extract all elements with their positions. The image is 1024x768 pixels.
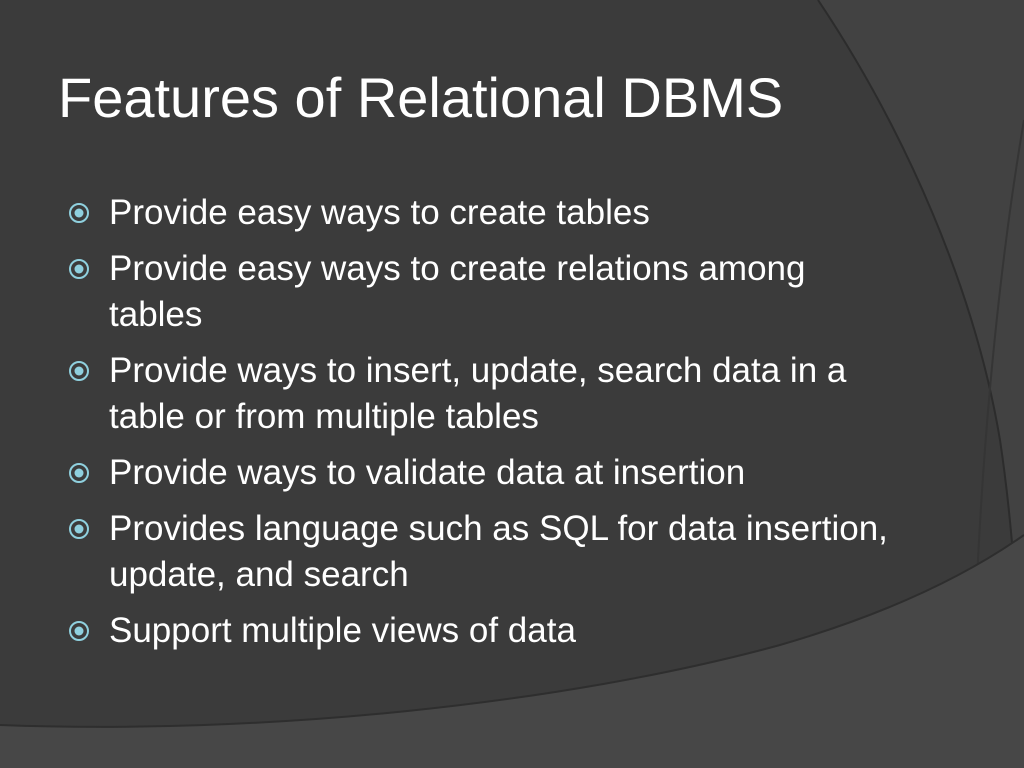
bullet-item: Provide ways to insert, update, search d… [68, 348, 888, 440]
target-circle-icon [69, 203, 89, 223]
background-bottom-line [0, 534, 1024, 728]
target-circle-icon [69, 259, 89, 279]
target-circle-icon [69, 519, 89, 539]
bullet-text: Provide easy ways to create tables [109, 193, 650, 232]
bullet-text: Provide ways to insert, update, search d… [109, 351, 847, 436]
bullet-text: Provide ways to validate data at inserti… [109, 453, 746, 492]
bullet-item: Support multiple views of data [68, 608, 888, 654]
slide-title: Features of Relational DBMS [58, 66, 784, 129]
target-circle-icon [69, 361, 89, 381]
target-circle-icon [69, 621, 89, 641]
bullet-item: Provide easy ways to create relations am… [68, 246, 888, 338]
bullet-text: Provide easy ways to create relations am… [109, 249, 806, 334]
bullet-item: Provide ways to validate data at inserti… [68, 450, 888, 496]
bullet-list: Provide easy ways to create tables Provi… [68, 190, 888, 664]
bullet-text: Support multiple views of data [109, 611, 576, 650]
background-bottom-band [0, 535, 1024, 768]
bullet-text: Provides language such as SQL for data i… [109, 509, 888, 594]
bullet-item: Provides language such as SQL for data i… [68, 506, 888, 598]
background-arc-panel [818, 0, 1024, 768]
target-circle-icon [69, 463, 89, 483]
bullet-item: Provide easy ways to create tables [68, 190, 888, 236]
